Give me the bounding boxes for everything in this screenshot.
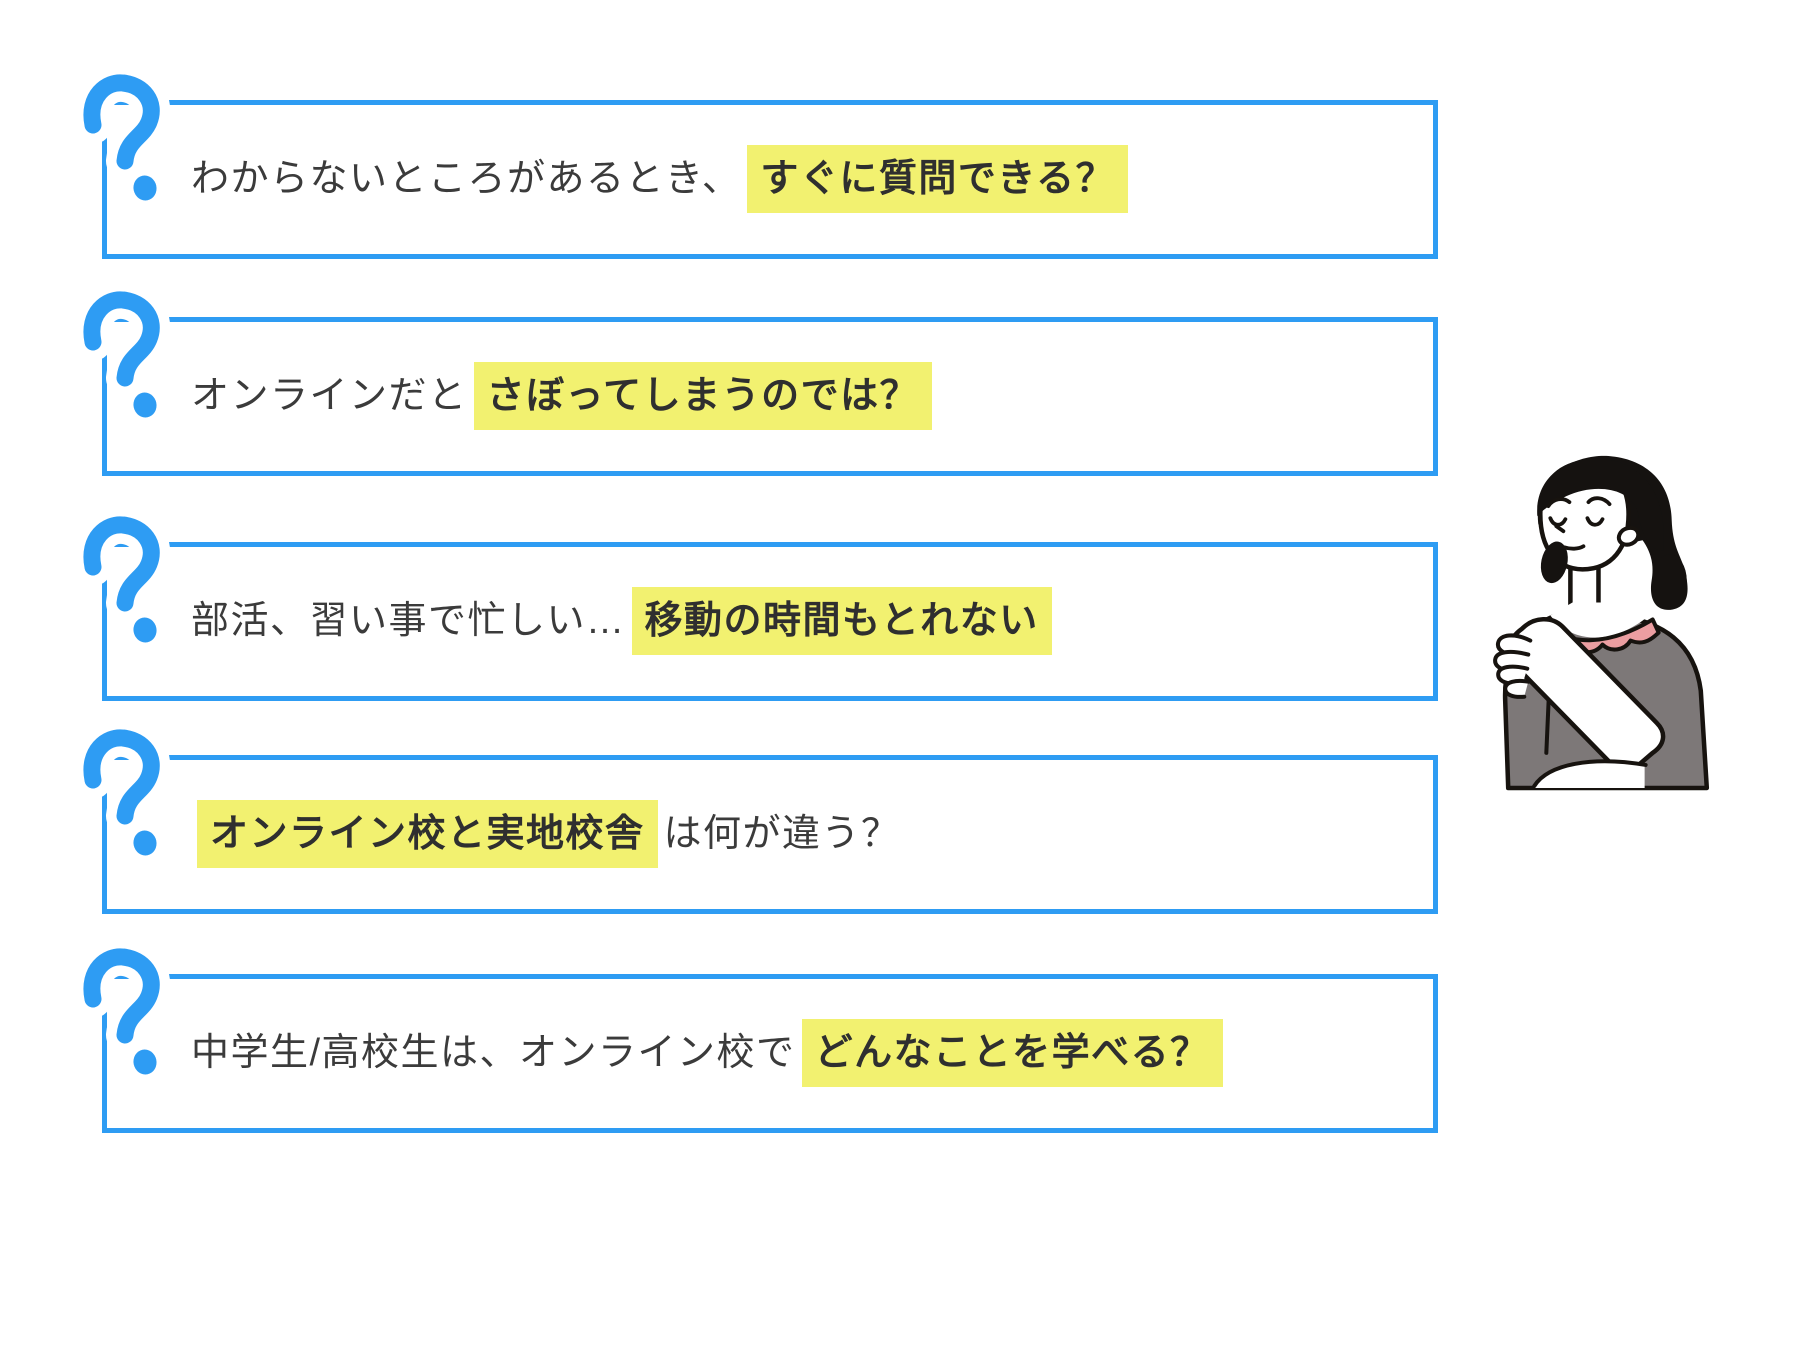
question-4-highlight: オンライン校と実地校舎 bbox=[197, 799, 658, 868]
question-4-suffix: は何が違う？ bbox=[663, 812, 901, 855]
question-1-highlight: すぐに質問できる？ bbox=[747, 144, 1129, 213]
question-1-prefix: わからないところがあるとき、 bbox=[191, 157, 742, 200]
question-text-4: オンライン校と実地校舎は何が違う？ bbox=[191, 799, 901, 868]
worried-woman-illustration bbox=[1492, 452, 1718, 791]
question-box-3: 部活、習い事で忙しい…移動の時間もとれない bbox=[102, 542, 1438, 701]
question-box-1: わからないところがあるとき、すぐに質問できる？ bbox=[102, 100, 1438, 259]
question-box-4: オンライン校と実地校舎は何が違う？ bbox=[102, 755, 1438, 914]
question-text-5: 中学生/高校生は、オンライン校でどんなことを学べる？ bbox=[191, 1018, 1229, 1087]
question-5-highlight: どんなことを学べる？ bbox=[801, 1018, 1223, 1087]
question-2-highlight: さぼってしまうのでは？ bbox=[473, 361, 933, 430]
question-box-2: オンラインだとさぼってしまうのでは？ bbox=[102, 317, 1438, 476]
question-box-5: 中学生/高校生は、オンライン校でどんなことを学べる？ bbox=[102, 974, 1438, 1133]
question-text-1: わからないところがあるとき、すぐに質問できる？ bbox=[191, 144, 1134, 213]
question-mark-icon bbox=[83, 78, 175, 216]
question-mark-icon bbox=[83, 733, 175, 871]
question-mark-icon bbox=[83, 295, 175, 433]
question-mark-icon bbox=[83, 952, 175, 1090]
question-mark-icon bbox=[83, 520, 175, 658]
question-2-prefix: オンラインだと bbox=[191, 374, 468, 417]
question-3-highlight: 移動の時間もとれない bbox=[631, 586, 1052, 655]
question-text-3: 部活、習い事で忙しい…移動の時間もとれない bbox=[191, 586, 1058, 655]
question-3-prefix: 部活、習い事で忙しい… bbox=[191, 599, 626, 642]
question-5-prefix: 中学生/高校生は、オンライン校で bbox=[191, 1031, 796, 1074]
question-text-2: オンラインだとさぼってしまうのでは？ bbox=[191, 361, 938, 430]
